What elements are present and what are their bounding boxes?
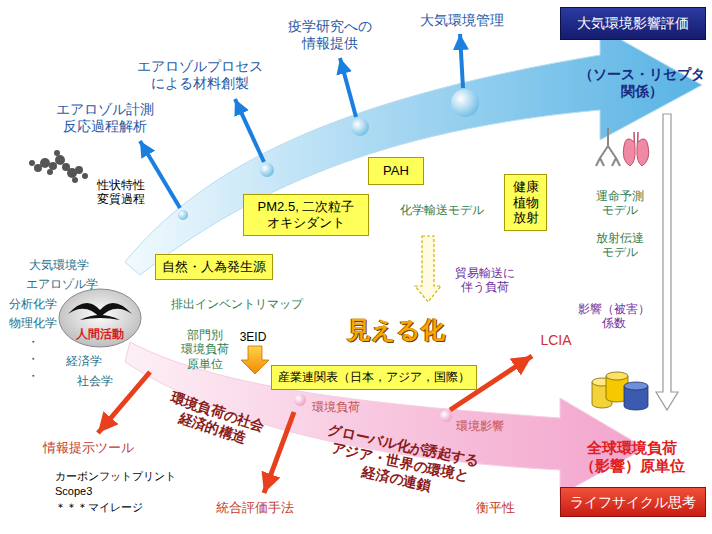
dot-label: ・ bbox=[27, 335, 39, 349]
gray-vertical-arrow bbox=[656, 114, 678, 410]
visualization-label: 見える化 bbox=[347, 316, 445, 345]
lcia-label: LCIA bbox=[540, 332, 571, 349]
factor-label: 影響（被害） 係数 bbox=[577, 302, 652, 331]
dot-label: ・ bbox=[27, 369, 39, 383]
node-text: ライフサイクル思考 bbox=[570, 494, 696, 511]
node-text: 健康 植物 放射 bbox=[511, 179, 540, 226]
slanted-label: 環境負荷の社会 経済的構造 bbox=[162, 388, 268, 451]
inventory-label: 排出インベントリマップ bbox=[171, 297, 303, 311]
yellow-box: 健康 植物 放射 bbox=[504, 174, 547, 231]
output-label: エアロゾルプロセス による材料創製 bbox=[136, 58, 265, 92]
particle-cluster bbox=[29, 150, 88, 183]
discipline-label: 物理化学 bbox=[9, 316, 57, 330]
tool-item: カーボンフットプリント bbox=[55, 470, 176, 483]
output-label: 疫学研究への 情報提供 bbox=[287, 18, 374, 52]
yellow-box: 産業連関表（日本，アジア，国際） bbox=[271, 365, 477, 390]
bronchi-icon bbox=[596, 128, 620, 166]
tool-label: 情報提示ツール bbox=[43, 440, 134, 456]
lungs-icon bbox=[623, 132, 649, 166]
discipline-label: エアロゾル学 bbox=[26, 277, 98, 291]
equity-label: 衡平性 bbox=[476, 500, 515, 516]
footer-box: ライフサイクル思考 bbox=[560, 487, 706, 517]
slanted-label: グローバル化が誘起する アジア・世界の環境と 経済の連鎖 bbox=[318, 421, 482, 503]
trade-label: 貿易輸送に 伴う負荷 bbox=[454, 266, 517, 295]
flow-label: 環境負荷 bbox=[312, 400, 360, 414]
node-text: 産業連関表（日本，アジア，国際） bbox=[278, 370, 470, 384]
logo-oval: 人間活動 bbox=[58, 288, 142, 348]
model-label: 運命予測 モデル bbox=[595, 189, 646, 218]
blue-flow-arrow bbox=[125, 28, 702, 275]
discipline-label: 経済学 bbox=[66, 354, 102, 368]
output-label: エアロゾル計測 反応過程解析 bbox=[55, 101, 156, 135]
model-label: 化学輸送モデル bbox=[400, 203, 484, 217]
method-label: 統合評価手法 bbox=[216, 500, 294, 516]
pink-spheres bbox=[294, 394, 452, 422]
node-text: 人間活動 bbox=[76, 327, 124, 341]
discipline-label: 分析化学 bbox=[9, 297, 57, 311]
dot-label: ・ bbox=[27, 352, 39, 366]
yellow-box: 自然・人為発生源 bbox=[155, 254, 273, 280]
relation-label: （ソース・リセプタ 関係） bbox=[578, 66, 707, 100]
database-icon bbox=[592, 372, 648, 410]
discipline-label: 大気環境学 bbox=[29, 258, 89, 272]
flow-label: 環境影響 bbox=[456, 419, 504, 433]
node-text: 大気環境影響評価 bbox=[577, 15, 689, 32]
node-text: PM2.5, 二次粒子 オキシダント bbox=[250, 199, 362, 230]
title-box: 大気環境影響評価 bbox=[560, 7, 706, 40]
database-label: 3EID bbox=[240, 330, 267, 344]
unit-label: 部門別 環境負荷 原単位 bbox=[180, 328, 231, 371]
output-label: 大気環境管理 bbox=[420, 12, 504, 29]
node-text: PAH bbox=[383, 163, 409, 179]
yellow-box: PM2.5, 二次粒子 オキシダント bbox=[243, 194, 369, 236]
discipline-label: 社会学 bbox=[77, 374, 113, 388]
tool-item: ＊＊＊マイレージ bbox=[55, 501, 143, 514]
dashed-arrow bbox=[415, 236, 441, 302]
yellow-box: PAH bbox=[368, 157, 424, 185]
tool-item: Scope3 bbox=[55, 485, 92, 498]
model-label: 放射伝達 モデル bbox=[595, 231, 646, 260]
note-label: 性状特性 変質過程 bbox=[96, 178, 147, 207]
node-text: 自然・人為発生源 bbox=[162, 259, 266, 275]
orange-arrow bbox=[241, 346, 269, 374]
global-unit-label: 全球環境負荷 （影響）原単位 bbox=[578, 439, 686, 475]
